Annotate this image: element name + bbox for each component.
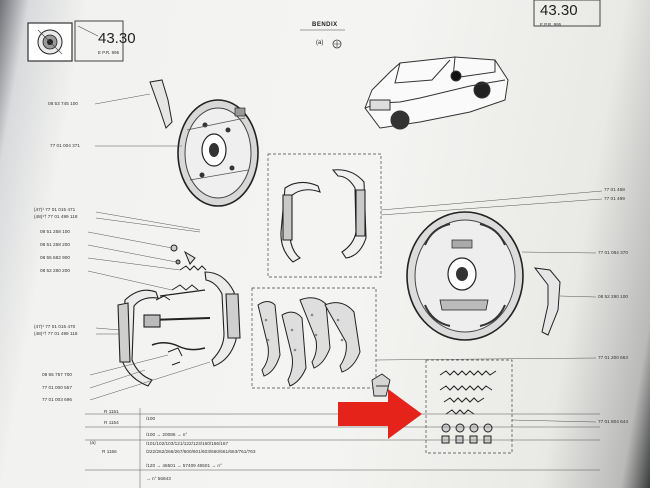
ref-code: 08 53 745 100 <box>48 101 78 106</box>
brake-backplate-right <box>406 211 524 341</box>
ref-code: (47)¹ 77 01 015 471 <box>34 207 76 212</box>
ref-code: 77 01 499 <box>604 196 625 201</box>
brake-drum-thumbnail <box>27 22 73 62</box>
table-row-label: (a) <box>90 440 96 445</box>
table-row-text: /100 <box>146 416 156 421</box>
table-row-text: → n° 56843 <box>146 476 171 481</box>
page-sub-right: E P.R. 995 <box>540 22 562 27</box>
brake-linings-set <box>257 297 361 387</box>
ref-code: 08 55 682 900 <box>40 255 70 260</box>
brake-shoes-pair <box>280 169 367 263</box>
ref-code: 08 55 757 700 <box>42 372 72 377</box>
page-code-left: 43.30 <box>98 30 136 47</box>
ref-code: 08 51 258 100 <box>40 229 70 234</box>
table-row-text: /101/102/103/121/122/123/160/166/167 <box>146 441 229 446</box>
variant-label: (a) <box>316 40 324 46</box>
ref-code: 77 01 804 644 <box>598 419 628 424</box>
ref-code: (48)¹† 77 01 499 118 <box>34 331 78 336</box>
ref-code: 77 01 084 370 <box>598 250 628 255</box>
handbrake-lever-left <box>149 79 173 129</box>
table-row-label: R 1154 <box>104 420 119 425</box>
ref-code: 77 01 004 371 <box>50 143 80 148</box>
ref-code: 77 01 468 <box>604 187 625 192</box>
ref-code: 77 01 000 557 <box>42 385 72 390</box>
ref-code: 77 01 200 663 <box>598 355 628 360</box>
page-sub-left: E P.R. 995 <box>98 50 120 55</box>
variant-icon <box>332 39 342 49</box>
table-row-text: /222/262/266/267/600/601/603/660/661/663… <box>146 449 256 454</box>
ref-code: (47)¹ 77 01 015 470 <box>34 324 76 329</box>
ref-code: (48)¹† 77 01 499 118 <box>34 214 78 219</box>
table-row-label: R 1151 <box>104 409 119 414</box>
springs-and-clips-left <box>155 244 207 366</box>
car-illustration <box>364 56 509 130</box>
spring-kit <box>439 370 497 444</box>
ref-code: 08 52 290 100 <box>598 294 628 299</box>
callout-lines <box>87 93 603 423</box>
adjuster-part <box>371 373 391 397</box>
brake-shoe-assembly-left <box>117 271 241 387</box>
table-row-text: /100 → 20086 → n° <box>146 432 188 437</box>
red-arrow-pointer <box>338 389 422 439</box>
brake-backplate-left <box>177 99 259 207</box>
ref-code: 08 52 280 200 <box>40 268 70 273</box>
ref-code: 08 51 258 200 <box>40 242 70 247</box>
page-code-right: 43.30 <box>540 2 578 19</box>
brand-label: BENDIX <box>312 22 338 28</box>
handbrake-lever-right <box>533 267 561 336</box>
table-row-label: R 1156 <box>102 449 117 454</box>
table-row-text: /120 → 46501 → 57409 46501 → n° <box>146 463 222 468</box>
ref-code: 77 01 003 696 <box>42 397 72 402</box>
